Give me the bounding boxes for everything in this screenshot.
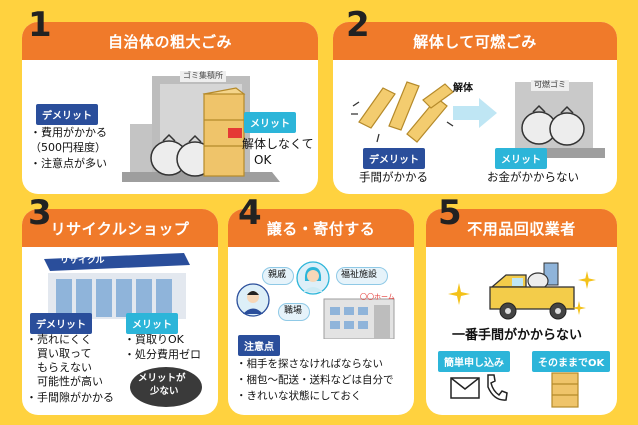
- card-5-title: 不用品回収業者: [426, 209, 617, 247]
- card-1-demerit-tag: デメリット: [36, 104, 98, 125]
- card-4-note-3: ・きれいな状態にしておく: [236, 390, 362, 402]
- card-3-number: 3: [28, 193, 52, 233]
- card-4-title: 譲る・寄付する: [228, 209, 414, 247]
- card-3-title: リサイクルショップ: [22, 209, 218, 247]
- bubble-welfare-label: 福祉施設: [341, 270, 378, 280]
- easy-apply-tag: 簡単申し込み: [438, 351, 510, 372]
- shelf-icon: [551, 372, 579, 408]
- card-2-number: 2: [346, 5, 370, 45]
- card-4-note-1: ・相手を探さなければならない: [236, 358, 383, 370]
- card-1-merit-1: 解体しなくて: [242, 137, 314, 151]
- arrow-label: 解体: [453, 83, 473, 94]
- facility-sign: 〇〇ホーム: [360, 293, 395, 301]
- person-man-icon: [236, 283, 270, 317]
- low-merit-bubble: [130, 367, 202, 407]
- low-merit-bubble-line-2: 少ない: [150, 386, 179, 397]
- card-3-merit-1: ・買取りOK: [124, 333, 184, 346]
- card-5: 不用品回収業者 一番手間がかからない 簡単申し込み そのままでOK: [426, 209, 617, 415]
- card-5-number: 5: [438, 193, 462, 233]
- card-5-headline: 一番手間がかからない: [452, 328, 583, 343]
- card-3-demerit-2: 買い取って: [26, 347, 92, 360]
- card-1-merit-tag: メリット: [244, 112, 296, 133]
- sparkle-icon: [448, 283, 470, 305]
- combustible-bin-sign: 可燃ゴミ: [531, 80, 569, 91]
- card-1: 自治体の粗大ごみ ゴミ集積所 デメリット ・費用がかかる （500円程度） ・注…: [22, 22, 318, 194]
- combustible-bin-illustration: [501, 82, 605, 158]
- card-3-merit-2: ・処分費用ゼロ: [124, 348, 201, 361]
- card-1-demerit-2: （500円程度）: [30, 141, 106, 154]
- card-1-title: 自治体の粗大ごみ: [22, 22, 318, 60]
- card-3-demerit-1: ・売れにくく: [26, 333, 92, 346]
- as-is-ok-tag: そのままでOK: [532, 351, 611, 372]
- card-4-note-tag: 注意点: [238, 335, 280, 356]
- card-3: リサイクルショップ リサイクル デメリット ・売れにくく 買い取って もらえない…: [22, 209, 218, 415]
- facility-building-icon: [323, 298, 395, 339]
- card-1-number: 1: [28, 5, 52, 45]
- card-3-demerit-tag: デメリット: [30, 313, 92, 334]
- recycle-shop-sign: リサイクル: [60, 256, 105, 266]
- card-2-merit-tag: メリット: [495, 148, 547, 169]
- broken-boards-illustration: [351, 81, 454, 143]
- card-2: 解体して可燃ごみ 解体 可燃ゴミ デメリット 手間がかかる メリット お金がかか…: [333, 22, 617, 194]
- envelope-icon: [450, 377, 480, 399]
- bubble-relatives: [262, 267, 294, 285]
- sparkle-icon: [578, 271, 596, 289]
- card-3-merit-tag: メリット: [126, 313, 178, 334]
- bubble-workplace: [278, 303, 310, 321]
- card-4-note-2: ・梱包〜配送・送料などは自分で: [236, 374, 394, 386]
- card-2-demerit: 手間がかかる: [359, 170, 428, 184]
- bubble-workplace-label: 職場: [284, 306, 303, 316]
- card-4: 譲る・寄付する 親戚 福祉施設 職場 〇〇ホーム 注意点 ・相手を探さなければな…: [228, 209, 414, 415]
- card-4-number: 4: [238, 193, 262, 233]
- sparkle-icon: [572, 301, 586, 315]
- card-3-demerit-3: もらえない: [26, 361, 92, 374]
- person-woman-icon: [296, 261, 330, 295]
- arrow-right-icon: [453, 98, 497, 128]
- bubble-welfare: [336, 267, 388, 285]
- card-3-demerit-4: 可能性が高い: [26, 375, 103, 388]
- bubble-relatives-label: 親戚: [268, 270, 287, 280]
- garbage-station-sign: ゴミ集積所: [180, 71, 226, 82]
- card-3-demerit-5: ・手間隙がかかる: [26, 391, 114, 404]
- phone-icon: [487, 374, 508, 401]
- recycle-shop-illustration: [44, 253, 190, 319]
- card-2-title: 解体して可燃ごみ: [333, 22, 617, 60]
- card-1-merit-2: OK: [254, 153, 272, 167]
- card-1-demerit-3: ・注意点が多い: [30, 157, 107, 170]
- low-merit-bubble-line-1: メリットが: [138, 373, 186, 384]
- card-2-demerit-tag: デメリット: [363, 148, 425, 169]
- shelf-icon: [202, 87, 246, 177]
- card-2-merit: お金がかからない: [487, 170, 579, 184]
- pickup-truck-icon: [489, 262, 575, 320]
- card-1-demerit-1: ・費用がかかる: [30, 126, 107, 139]
